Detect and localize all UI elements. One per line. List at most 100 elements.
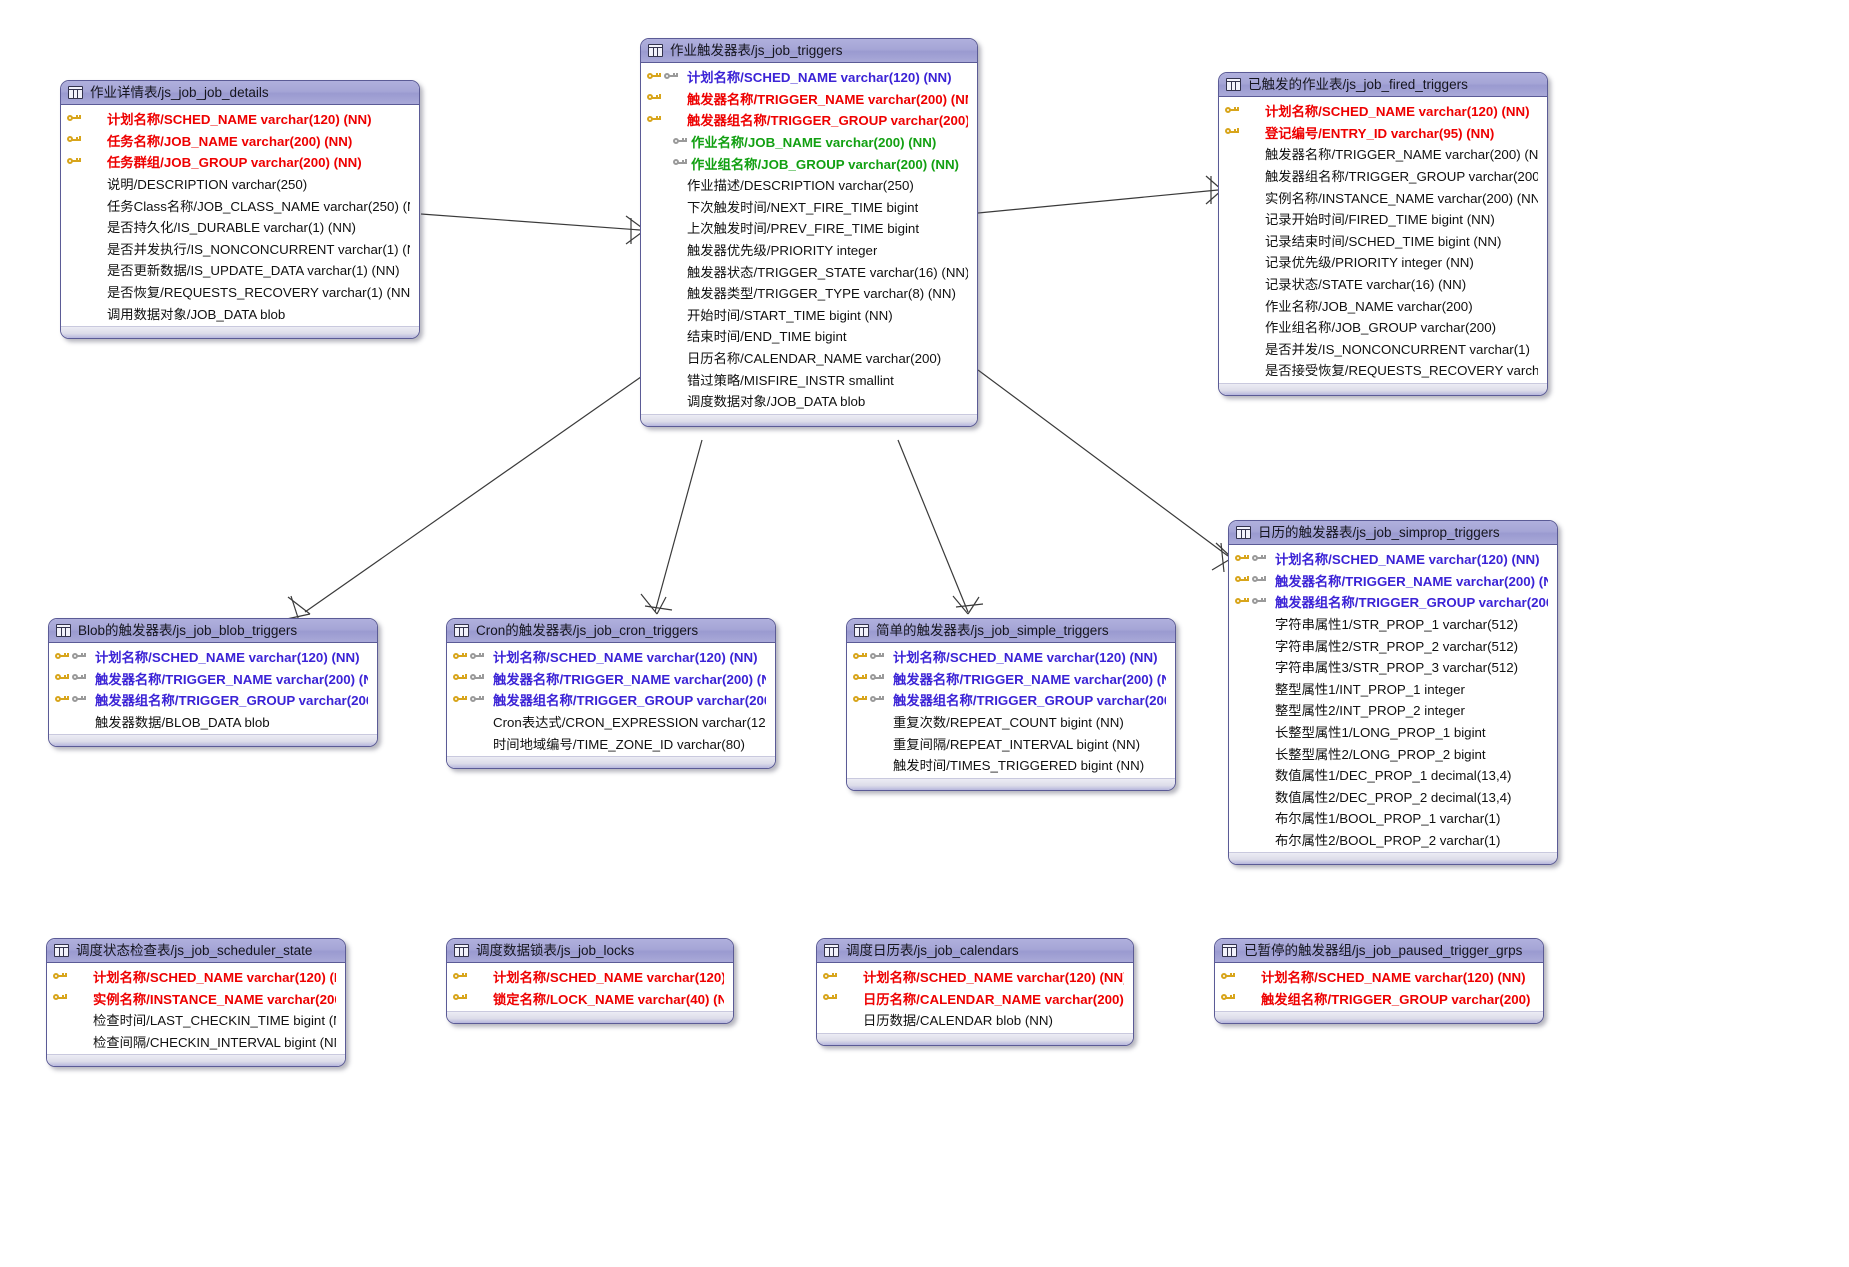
column-row[interactable]: 计划名称/SCHED_NAME varchar(120) (NN) bbox=[1215, 966, 1543, 988]
column-row[interactable]: 记录结束时间/SCHED_TIME bigint (NN) bbox=[1219, 230, 1547, 252]
entity-header-js_job_simple_triggers[interactable]: 简单的触发器表/js_job_simple_triggers bbox=[847, 619, 1175, 643]
entity-table-js_job_job_details[interactable]: 作业详情表/js_job_job_details 计划名称/SCHED_NAME … bbox=[60, 80, 420, 339]
column-row[interactable]: 数值属性1/DEC_PROP_1 decimal(13,4) bbox=[1229, 764, 1557, 786]
entity-header-js_job_job_details[interactable]: 作业详情表/js_job_job_details bbox=[61, 81, 419, 105]
entity-table-js_job_simprop_triggers[interactable]: 日历的触发器表/js_job_simprop_triggers 计划名称/SCHE… bbox=[1228, 520, 1558, 866]
column-row[interactable]: 触发器组名称/TRIGGER_GROUP varchar(200) (NN) bbox=[447, 689, 775, 711]
column-row[interactable]: 作业组名称/JOB_GROUP varchar(200) (NN) bbox=[641, 152, 977, 174]
column-row[interactable]: 日历名称/CALENDAR_NAME varchar(200) (NN) bbox=[817, 988, 1133, 1010]
column-row[interactable]: 计划名称/SCHED_NAME varchar(120) (NN) bbox=[1219, 100, 1547, 122]
column-row[interactable]: 触发器组名称/TRIGGER_GROUP varchar(200) (NN) bbox=[1229, 591, 1557, 613]
column-row[interactable]: 是否并发/IS_NONCONCURRENT varchar(1) bbox=[1219, 338, 1547, 360]
column-row[interactable]: 计划名称/SCHED_NAME varchar(120) (NN) bbox=[49, 646, 377, 668]
relationship-job-details-to-triggers[interactable] bbox=[420, 213, 646, 245]
entity-header-js_job_triggers[interactable]: 作业触发器表/js_job_triggers bbox=[641, 39, 977, 63]
column-row[interactable]: 触发器名称/TRIGGER_NAME varchar(200) (NN) bbox=[847, 668, 1175, 690]
column-row[interactable]: 锁定名称/LOCK_NAME varchar(40) (NN) bbox=[447, 988, 733, 1010]
column-row[interactable]: 作业组名称/JOB_GROUP varchar(200) bbox=[1219, 316, 1547, 338]
column-row[interactable]: 整型属性2/INT_PROP_2 integer bbox=[1229, 699, 1557, 721]
entity-header-js_job_calendars[interactable]: 调度日历表/js_job_calendars bbox=[817, 939, 1133, 963]
column-row[interactable]: 是否恢复/REQUESTS_RECOVERY varchar(1) (NN) bbox=[61, 281, 419, 303]
column-row[interactable]: 字符串属性2/STR_PROP_2 varchar(512) bbox=[1229, 634, 1557, 656]
relationship-triggers-to-blob-triggers[interactable] bbox=[281, 371, 649, 625]
column-row[interactable]: 触发器数据/BLOB_DATA blob bbox=[49, 711, 377, 733]
column-row[interactable]: 触发器名称/TRIGGER_NAME varchar(200) (NN) bbox=[49, 668, 377, 690]
entity-table-js_job_simple_triggers[interactable]: 简单的触发器表/js_job_simple_triggers 计划名称/SCHED… bbox=[846, 618, 1176, 791]
entity-table-js_job_cron_triggers[interactable]: Cron的触发器表/js_job_cron_triggers 计划名称/SCHED… bbox=[446, 618, 776, 769]
entity-table-js_job_locks[interactable]: 调度数据锁表/js_job_locks 计划名称/SCHED_NAME varch… bbox=[446, 938, 734, 1025]
column-row[interactable]: 时间地域编号/TIME_ZONE_ID varchar(80) bbox=[447, 732, 775, 754]
column-row[interactable]: 下次触发时间/NEXT_FIRE_TIME bigint bbox=[641, 196, 977, 218]
column-row[interactable]: 布尔属性2/BOOL_PROP_2 varchar(1) bbox=[1229, 829, 1557, 851]
column-row[interactable]: 说明/DESCRIPTION varchar(250) bbox=[61, 173, 419, 195]
relationship-triggers-to-simple-triggers[interactable] bbox=[897, 439, 984, 615]
column-row[interactable]: 触发时间/TIMES_TRIGGERED bigint (NN) bbox=[847, 754, 1175, 776]
column-row[interactable]: Cron表达式/CRON_EXPRESSION varchar(120) (NN… bbox=[447, 711, 775, 733]
column-row[interactable]: 整型属性1/INT_PROP_1 integer bbox=[1229, 678, 1557, 700]
entity-header-js_job_simprop_triggers[interactable]: 日历的触发器表/js_job_simprop_triggers bbox=[1229, 521, 1557, 545]
column-row[interactable]: 重复次数/REPEAT_COUNT bigint (NN) bbox=[847, 711, 1175, 733]
column-row[interactable]: 是否接受恢复/REQUESTS_RECOVERY varchar(1) bbox=[1219, 359, 1547, 381]
column-row[interactable]: 实例名称/INSTANCE_NAME varchar(200) (NN) bbox=[1219, 186, 1547, 208]
column-row[interactable]: 计划名称/SCHED_NAME varchar(120) (NN) bbox=[817, 966, 1133, 988]
column-row[interactable]: 计划名称/SCHED_NAME varchar(120) (NN) bbox=[847, 646, 1175, 668]
column-row[interactable]: 实例名称/INSTANCE_NAME varchar(200) (NN) bbox=[47, 988, 345, 1010]
column-row[interactable]: 上次触发时间/PREV_FIRE_TIME bigint bbox=[641, 217, 977, 239]
column-row[interactable]: 触发器组名称/TRIGGER_GROUP varchar(200) (NN) bbox=[49, 689, 377, 711]
column-row[interactable]: 触发器名称/TRIGGER_NAME varchar(200) (NN) bbox=[447, 668, 775, 690]
entity-header-js_job_cron_triggers[interactable]: Cron的触发器表/js_job_cron_triggers bbox=[447, 619, 775, 643]
column-row[interactable]: 作业名称/JOB_NAME varchar(200) (NN) bbox=[641, 131, 977, 153]
column-row[interactable]: 触发器名称/TRIGGER_NAME varchar(200) (NN) bbox=[1219, 143, 1547, 165]
column-row[interactable]: 任务群组/JOB_GROUP varchar(200) (NN) bbox=[61, 151, 419, 173]
column-row[interactable]: 日历名称/CALENDAR_NAME varchar(200) bbox=[641, 347, 977, 369]
column-row[interactable]: 开始时间/START_TIME bigint (NN) bbox=[641, 304, 977, 326]
entity-header-js_job_locks[interactable]: 调度数据锁表/js_job_locks bbox=[447, 939, 733, 963]
column-row[interactable]: 任务名称/JOB_NAME varchar(200) (NN) bbox=[61, 130, 419, 152]
column-row[interactable]: 作业名称/JOB_NAME varchar(200) bbox=[1219, 294, 1547, 316]
column-row[interactable]: 计划名称/SCHED_NAME varchar(120) (NN) bbox=[447, 966, 733, 988]
entity-table-js_job_blob_triggers[interactable]: Blob的触发器表/js_job_blob_triggers 计划名称/SCHED… bbox=[48, 618, 378, 748]
entity-header-js_job_scheduler_state[interactable]: 调度状态检查表/js_job_scheduler_state bbox=[47, 939, 345, 963]
column-row[interactable]: 触发器状态/TRIGGER_STATE varchar(16) (NN) bbox=[641, 260, 977, 282]
entity-table-js_job_fired_triggers[interactable]: 已触发的作业表/js_job_fired_triggers 计划名称/SCHED_… bbox=[1218, 72, 1548, 396]
column-row[interactable]: 触发器优先级/PRIORITY integer bbox=[641, 239, 977, 261]
column-row[interactable]: 计划名称/SCHED_NAME varchar(120) (NN) bbox=[447, 646, 775, 668]
entity-table-js_job_calendars[interactable]: 调度日历表/js_job_calendars 计划名称/SCHED_NAME va… bbox=[816, 938, 1134, 1046]
entity-table-js_job_paused_trigger_grps[interactable]: 已暂停的触发器组/js_job_paused_trigger_grps 计划名称/… bbox=[1214, 938, 1544, 1025]
column-row[interactable]: 字符串属性1/STR_PROP_1 varchar(512) bbox=[1229, 613, 1557, 635]
column-row[interactable]: 是否更新数据/IS_UPDATE_DATA varchar(1) (NN) bbox=[61, 259, 419, 281]
column-row[interactable]: 日历数据/CALENDAR blob (NN) bbox=[817, 1009, 1133, 1031]
column-row[interactable]: 记录开始时间/FIRED_TIME bigint (NN) bbox=[1219, 208, 1547, 230]
entity-table-js_job_triggers[interactable]: 作业触发器表/js_job_triggers 计划名称/SCHED_NAME va… bbox=[640, 38, 978, 427]
column-row[interactable]: 触发组名称/TRIGGER_GROUP varchar(200) (NN) bbox=[1215, 988, 1543, 1010]
column-row[interactable]: 长整型属性1/LONG_PROP_1 bigint bbox=[1229, 721, 1557, 743]
column-row[interactable]: 布尔属性1/BOOL_PROP_1 varchar(1) bbox=[1229, 807, 1557, 829]
column-row[interactable]: 计划名称/SCHED_NAME varchar(120) (NN) bbox=[47, 966, 345, 988]
column-row[interactable]: 触发器组名称/TRIGGER_GROUP varchar(200) (NN) bbox=[847, 689, 1175, 711]
column-row[interactable]: 触发器组名称/TRIGGER_GROUP varchar(200) (NN) bbox=[641, 109, 977, 131]
column-row[interactable]: 长整型属性2/LONG_PROP_2 bigint bbox=[1229, 742, 1557, 764]
column-row[interactable]: 计划名称/SCHED_NAME varchar(120) (NN) bbox=[641, 66, 977, 88]
column-row[interactable]: 触发器名称/TRIGGER_NAME varchar(200) (NN) bbox=[1229, 570, 1557, 592]
column-row[interactable]: 任务Class名称/JOB_CLASS_NAME varchar(250) (N… bbox=[61, 194, 419, 216]
column-row[interactable]: 调度数据对象/JOB_DATA blob bbox=[641, 390, 977, 412]
column-row[interactable]: 重复间隔/REPEAT_INTERVAL bigint (NN) bbox=[847, 732, 1175, 754]
entity-header-js_job_blob_triggers[interactable]: Blob的触发器表/js_job_blob_triggers bbox=[49, 619, 377, 643]
column-row[interactable]: 结束时间/END_TIME bigint bbox=[641, 325, 977, 347]
column-row[interactable]: 字符串属性3/STR_PROP_3 varchar(512) bbox=[1229, 656, 1557, 678]
relationship-triggers-to-fired-triggers[interactable] bbox=[977, 175, 1223, 214]
column-row[interactable]: 触发器类型/TRIGGER_TYPE varchar(8) (NN) bbox=[641, 282, 977, 304]
column-row[interactable]: 触发器名称/TRIGGER_NAME varchar(200) (NN) bbox=[641, 88, 977, 110]
entity-header-js_job_fired_triggers[interactable]: 已触发的作业表/js_job_fired_triggers bbox=[1219, 73, 1547, 97]
column-row[interactable]: 错过策略/MISFIRE_INSTR smallint bbox=[641, 368, 977, 390]
column-row[interactable]: 数值属性2/DEC_PROP_2 decimal(13,4) bbox=[1229, 786, 1557, 808]
column-row[interactable]: 计划名称/SCHED_NAME varchar(120) (NN) bbox=[1229, 548, 1557, 570]
relationship-triggers-to-simprop-triggers[interactable] bbox=[977, 369, 1233, 573]
column-row[interactable]: 登记编号/ENTRY_ID varchar(95) (NN) bbox=[1219, 122, 1547, 144]
column-row[interactable]: 触发器组名称/TRIGGER_GROUP varchar(200) (NN) bbox=[1219, 165, 1547, 187]
column-row[interactable]: 计划名称/SCHED_NAME varchar(120) (NN) bbox=[61, 108, 419, 130]
entity-header-js_job_paused_trigger_grps[interactable]: 已暂停的触发器组/js_job_paused_trigger_grps bbox=[1215, 939, 1543, 963]
column-row[interactable]: 调用数据对象/JOB_DATA blob bbox=[61, 302, 419, 324]
column-row[interactable]: 检查时间/LAST_CHECKIN_TIME bigint (NN) bbox=[47, 1009, 345, 1031]
entity-table-js_job_scheduler_state[interactable]: 调度状态检查表/js_job_scheduler_state 计划名称/SCHED… bbox=[46, 938, 346, 1068]
